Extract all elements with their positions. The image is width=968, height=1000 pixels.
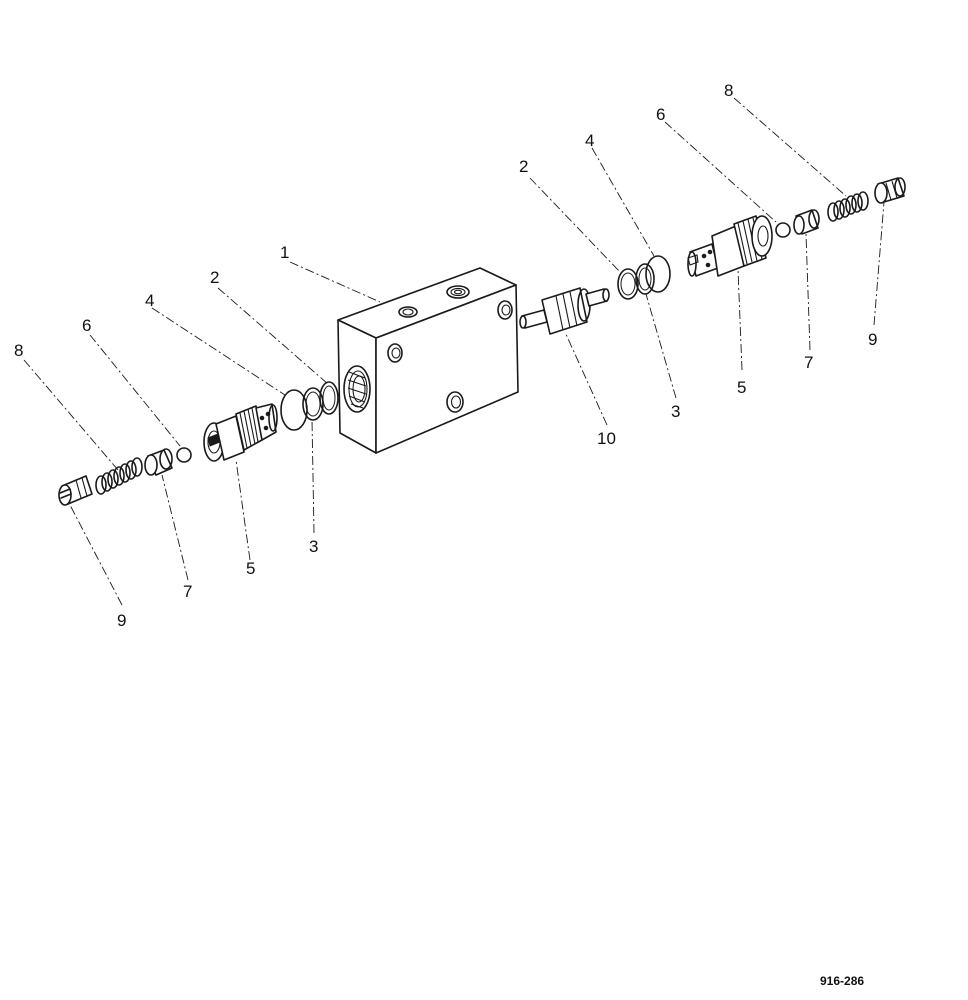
right-ring-2 <box>617 268 639 300</box>
right-ring-3 <box>635 263 655 295</box>
callout-left-9: 9 <box>117 611 126 630</box>
callout-right-2: 2 <box>519 157 528 176</box>
right-spring-8 <box>827 191 869 222</box>
callout-left-6: 6 <box>82 316 91 335</box>
callout-right-7: 7 <box>804 353 813 372</box>
left-plug-9 <box>58 475 93 506</box>
callout-right-6: 6 <box>656 105 665 124</box>
left-spring-8 <box>95 457 143 495</box>
callout-left-3: 3 <box>309 537 318 556</box>
left-ring-2 <box>319 381 339 415</box>
callout-1: 1 <box>280 243 289 262</box>
callout-left-8: 8 <box>14 341 23 360</box>
right-ball-6 <box>775 222 791 238</box>
right-plug-9 <box>874 177 906 204</box>
callout-left-2: 2 <box>210 268 219 287</box>
callout-labels: 1 2 4 6 8 3 5 7 9 2 4 6 8 9 7 5 3 10 <box>14 81 877 630</box>
callout-right-3: 3 <box>671 402 680 421</box>
right-cup-7 <box>793 209 820 235</box>
callout-right-9: 9 <box>868 330 877 349</box>
callout-left-5: 5 <box>246 559 255 578</box>
callout-right-10: 10 <box>597 429 616 448</box>
left-cup-7 <box>144 448 173 476</box>
left-ball-6 <box>176 447 192 463</box>
left-cartridge-5 <box>203 403 278 462</box>
figure-reference-number: 916-286 <box>820 974 864 988</box>
callout-right-8: 8 <box>724 81 733 100</box>
callout-right-4: 4 <box>585 131 594 150</box>
callout-left-7: 7 <box>183 582 192 601</box>
valve-block <box>337 267 519 454</box>
callout-right-5: 5 <box>737 378 746 397</box>
callout-left-4: 4 <box>145 291 154 310</box>
right-ring-4 <box>645 255 671 293</box>
right-cartridge-5 <box>687 215 773 277</box>
shuttle-10 <box>519 287 610 335</box>
leader-lines <box>23 97 885 606</box>
